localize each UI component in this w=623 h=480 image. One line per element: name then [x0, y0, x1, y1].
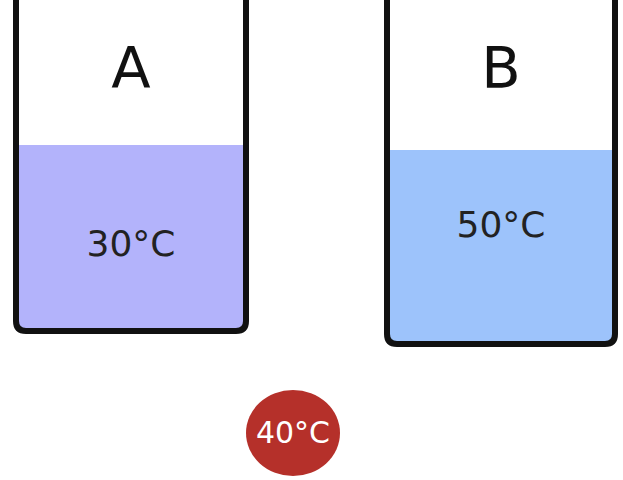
liquid	[387, 150, 615, 344]
temperature-value: 40°C	[256, 418, 330, 448]
beaker-label: A	[12, 40, 250, 98]
beaker: A 30°C	[12, 0, 250, 335]
beaker: B 50°C	[383, 0, 619, 348]
beaker-label: B	[383, 40, 619, 98]
temperature-value: 30°C	[12, 226, 250, 262]
badge-fill	[246, 390, 340, 476]
temperature-value: 50°C	[383, 207, 619, 243]
temperature-badge: 40°C	[244, 388, 342, 478]
